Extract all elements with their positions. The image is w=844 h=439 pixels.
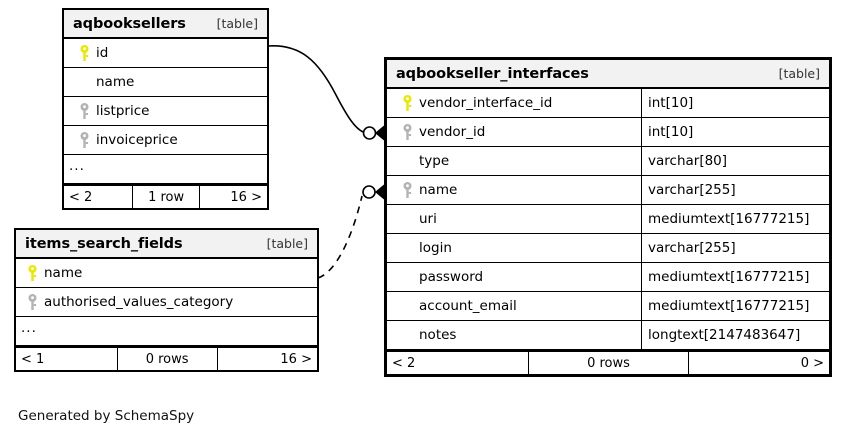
index-key-icon xyxy=(20,293,44,311)
table-header: aqbooksellers [table] xyxy=(64,10,267,39)
table-aqbooksellers[interactable]: aqbooksellers [table] id name xyxy=(62,8,269,210)
column-name: id xyxy=(96,45,109,61)
index-key-icon xyxy=(395,123,419,141)
zero-marker-icon xyxy=(362,185,376,199)
column-name: listprice xyxy=(96,103,150,119)
index-key-icon xyxy=(395,181,419,199)
table-row[interactable]: authorised_values_category xyxy=(16,288,317,317)
column-name: vendor_interface_id xyxy=(419,95,553,111)
table-title: aqbooksellers xyxy=(73,15,186,32)
column-cell: invoiceprice xyxy=(64,126,267,154)
table-row-more[interactable]: ... xyxy=(64,155,267,184)
table-items-search-fields[interactable]: items_search_fields [table] name xyxy=(14,228,319,372)
table-kind-label: [table] xyxy=(216,16,258,31)
column-cell: login xyxy=(387,234,641,262)
table-row[interactable]: invoiceprice xyxy=(64,126,267,155)
primary-key-icon xyxy=(20,264,44,282)
column-cell: vendor_id xyxy=(387,118,641,146)
primary-key-icon xyxy=(395,94,419,112)
column-type: varchar[80] xyxy=(641,147,829,175)
column-name: login xyxy=(419,240,452,256)
table-row[interactable]: name varchar[255] xyxy=(387,176,829,205)
table-footer: < 1 0 rows 16 > xyxy=(16,346,317,370)
column-cell: id xyxy=(64,39,267,67)
index-key-icon xyxy=(72,102,96,120)
crowsfoot-arrow-icon xyxy=(375,184,384,200)
column-type: mediumtext[16777215] xyxy=(641,205,829,233)
footer-children-count[interactable]: 16 > xyxy=(199,186,267,208)
table-row[interactable]: vendor_interface_id int[10] xyxy=(387,89,829,118)
column-name: password xyxy=(419,269,484,285)
column-name: notes xyxy=(419,327,457,343)
table-header: items_search_fields [table] xyxy=(16,230,317,259)
table-header: aqbookseller_interfaces [table] xyxy=(387,60,829,89)
column-cell: vendor_interface_id xyxy=(387,89,641,117)
table-row[interactable]: login varchar[255] xyxy=(387,234,829,263)
column-cell: type xyxy=(387,147,641,175)
column-type: mediumtext[16777215] xyxy=(641,292,829,320)
table-row[interactable]: account_email mediumtext[16777215] xyxy=(387,292,829,321)
table-row[interactable]: listprice xyxy=(64,97,267,126)
table-kind-label: [table] xyxy=(778,66,820,81)
column-cell: ... xyxy=(16,317,317,345)
column-type: varchar[255] xyxy=(641,176,829,204)
column-cell: uri xyxy=(387,205,641,233)
column-name: authorised_values_category xyxy=(44,294,234,310)
table-kind-label: [table] xyxy=(266,236,308,251)
table-row[interactable]: vendor_id int[10] xyxy=(387,118,829,147)
table-row[interactable]: type varchar[80] xyxy=(387,147,829,176)
footer-parents-count[interactable]: < 2 xyxy=(392,355,416,371)
column-type: int[10] xyxy=(641,118,829,146)
relationship-aqbooksellers-vendor-id xyxy=(267,45,384,141)
column-type: longtext[2147483647] xyxy=(641,321,829,349)
footer-children-count[interactable]: 16 > xyxy=(216,348,317,370)
column-name: vendor_id xyxy=(419,124,486,140)
column-cell: password xyxy=(387,263,641,291)
table-aqbookseller-interfaces[interactable]: aqbookseller_interfaces [table] vendor_i… xyxy=(384,57,832,377)
column-type: varchar[255] xyxy=(641,234,829,262)
table-row[interactable]: uri mediumtext[16777215] xyxy=(387,205,829,234)
footer-parents-count[interactable]: < 1 xyxy=(21,351,45,367)
zero-marker-icon xyxy=(362,126,377,140)
more-columns-ellipsis: ... xyxy=(69,158,85,174)
column-name: invoiceprice xyxy=(96,132,178,148)
table-row[interactable]: notes longtext[2147483647] xyxy=(387,321,829,350)
footer-row-count: 0 rows xyxy=(528,352,687,374)
column-type: mediumtext[16777215] xyxy=(641,263,829,291)
table-footer: < 2 1 row 16 > xyxy=(64,184,267,208)
generated-by-caption: Generated by SchemaSpy xyxy=(18,408,195,424)
table-title: items_search_fields xyxy=(25,235,183,252)
column-cell: listprice xyxy=(64,97,267,125)
table-row-more[interactable]: ... xyxy=(16,317,317,346)
column-cell: ... xyxy=(64,155,267,183)
column-name: name xyxy=(44,265,83,281)
column-cell: account_email xyxy=(387,292,641,320)
footer-children-count[interactable]: 0 > xyxy=(687,352,829,374)
column-name: account_email xyxy=(419,298,517,314)
table-row[interactable]: id xyxy=(64,39,267,68)
column-name: name xyxy=(96,74,135,90)
column-cell: name xyxy=(64,68,267,96)
column-name: type xyxy=(419,153,450,169)
table-title: aqbookseller_interfaces xyxy=(396,65,589,82)
footer-row-count: 1 row xyxy=(131,186,200,208)
column-cell: name xyxy=(387,176,641,204)
more-columns-ellipsis: ... xyxy=(21,320,37,336)
primary-key-icon xyxy=(72,44,96,62)
column-cell: authorised_values_category xyxy=(16,288,317,316)
column-name: uri xyxy=(419,211,437,227)
table-footer: < 2 0 rows 0 > xyxy=(387,350,829,374)
column-cell: notes xyxy=(387,321,641,349)
index-key-icon xyxy=(72,131,96,149)
table-row[interactable]: name xyxy=(64,68,267,97)
relationship-items-search-fields-name xyxy=(317,184,384,279)
footer-parents-count[interactable]: < 2 xyxy=(69,189,93,205)
crowsfoot-arrow-icon xyxy=(375,125,384,141)
footer-row-count: 0 rows xyxy=(116,348,217,370)
table-row[interactable]: password mediumtext[16777215] xyxy=(387,263,829,292)
column-type: int[10] xyxy=(641,89,829,117)
column-cell: name xyxy=(16,259,317,287)
column-name: name xyxy=(419,182,458,198)
table-row[interactable]: name xyxy=(16,259,317,288)
